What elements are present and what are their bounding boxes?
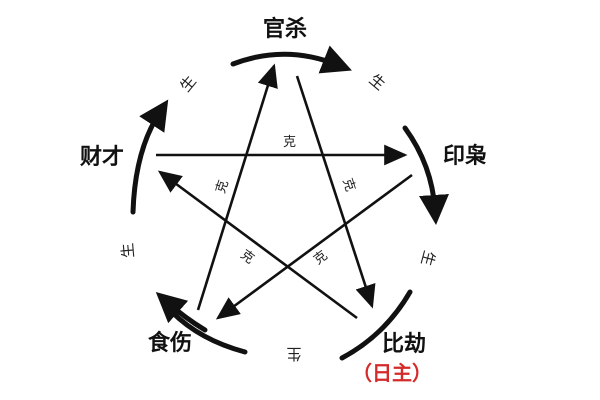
node-yinxiao: 印枭: [443, 143, 487, 169]
arc-arrow-to-shishang: [155, 292, 208, 333]
overcome-label-right: 克: [339, 176, 357, 193]
overcome-label-lower-right: 克: [311, 248, 330, 268]
node-bijie-daymaster: （日主）: [352, 361, 432, 385]
line-guansha-to-bijie: [295, 75, 376, 309]
arc-guansha-to-yinxiao: [230, 45, 352, 74]
arc-bijie-to-shishang-a: [339, 289, 413, 361]
overcome-lines: [156, 63, 413, 320]
overcome-label-lower-left: 克: [237, 247, 256, 267]
node-caicai: 财才: [80, 144, 124, 170]
line-bijie-to-caicai: [157, 170, 358, 320]
arc-yinxiao-to-bijie: [402, 125, 449, 225]
line-shishang-to-guansha: [196, 63, 278, 311]
generate-arcs: [130, 45, 449, 361]
node-shishang: 食伤: [148, 330, 192, 356]
overcome-label-left: 克: [214, 178, 232, 195]
overcome-label-top: 克: [283, 135, 296, 150]
arc-shishang-to-caicai: [130, 99, 169, 215]
generate-label-right: 生: [417, 249, 438, 268]
generate-label-top-left: 生: [176, 72, 199, 95]
node-guansha: 官杀: [263, 16, 307, 42]
node-bijie: 比劫: [382, 331, 426, 357]
generate-label-top-right: 生: [366, 70, 389, 93]
generate-label-left: 生: [118, 242, 137, 259]
line-yinxiao-to-shishang: [215, 173, 413, 320]
generate-label-bottom: 生: [286, 345, 301, 363]
